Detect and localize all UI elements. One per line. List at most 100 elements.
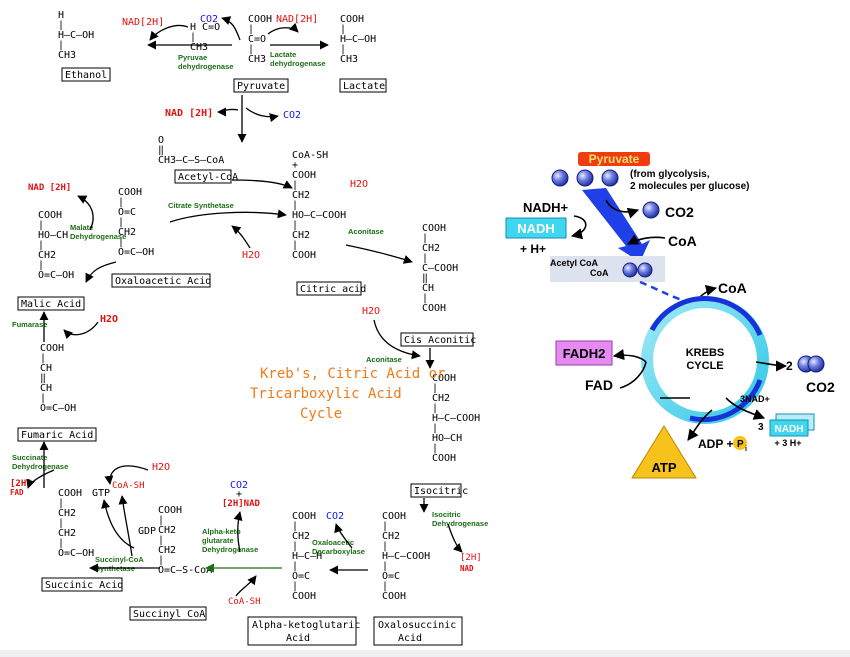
alpha-ketoglutaric-structure: COOH [292,591,316,602]
malic-acid-structure: | [38,220,44,231]
oxaloacetic-structure: O=C [118,207,136,218]
isocitric-structure: COOH [432,453,456,464]
enzyme-fumarase: Fumarase [12,320,47,329]
enzyme-alpha-ketoglutarate-dehydrogenase: Dehydrogenase [202,545,258,554]
alpha-ketoglutaric-label: Acid [286,633,310,644]
cis-aconitic-structure: CH [422,283,434,294]
fumaric-acid-structure: | [40,353,46,364]
pyruvate-tag-bg [578,152,650,166]
carbon-ball-icon [807,355,825,373]
arrow-nadh [570,215,587,240]
arrow-fad-succinate [26,469,55,489]
malic-acid-structure: COOH [38,210,62,221]
isocitric-label-box [410,483,462,498]
enzyme-pyruvate-dehydrogenase: dehydrogenase [178,62,233,71]
pyruvate-structure: CH3 [248,54,266,65]
succinyl-coa-structure: COOH [158,505,182,516]
nadh-badge [769,419,809,437]
atp-triangle-icon [631,425,697,479]
fumaric-acid-structure: CH [40,363,52,374]
oxalosuccinic-label: Acid [398,633,422,644]
succinyl-coa-structure: | [158,515,164,526]
oxalosuccinic-structure: | [382,521,388,532]
isocitric-structure: | [432,403,438,414]
oxalosuccinic-structure: H—C—COOH [382,551,430,562]
cycle-title: Cycle [300,406,342,422]
cofactor-h2o: H2O [242,250,260,261]
summary-coa: CoA [718,280,747,296]
succinyl-coa-label: Succinyl CoA [133,609,205,620]
arrow-coash-akg [235,575,257,597]
arrow-co2-out [605,199,640,219]
summary-acetyl-coa: CoA [590,268,609,278]
cofactor-h2o: H2O [152,462,170,473]
acetaldehyde-structure: | [190,32,196,43]
cis-aconitic-structure: | [422,253,428,264]
succinic-acid-structure: CH2 [58,528,76,539]
enzyme-succinate-dehydrogenase: Dehydrogenase [12,462,68,471]
oxalosuccinic-structure: COOH [382,511,406,522]
cofactor-h2o: H2O [350,179,368,190]
arrow-nad-pyruvate [217,107,239,117]
summary-two-molecules: 2 molecules per glucose) [630,181,750,192]
summary-i: i [745,446,747,453]
succinic-acid-structure: | [58,518,64,529]
summary-krebs: KREBS [686,347,725,359]
carbon-ball-icon [576,169,594,187]
pyruvate-label: Pyruvate [237,81,285,92]
arrow-h2o-oaa [231,225,251,249]
arrow-nad-krebs [725,397,766,420]
carbon-ball-icon [601,169,619,187]
citric-acid-structure: COOH [292,250,316,261]
oxaloacetic-structure: O=C—OH [118,247,154,258]
cofactor-fad2h: [2H] [10,479,32,489]
malic-acid-structure: | [38,260,44,271]
succinic-acid-label: Succinic Acid [45,580,123,591]
enzyme-malate-dehydrogenase: Dehydrogenase [70,232,126,241]
malic-acid-label: Malic Acid [21,299,81,310]
flow-arrow-icon [582,188,650,262]
summary-adp: ADP + [698,437,733,451]
arrow-atp [687,409,713,441]
enzyme-lactate-dehydrogenase: dehydrogenase [270,59,325,68]
pyruvate-structure: C=O [248,34,266,45]
acetaldehyde-structure: H C=O [190,22,220,33]
isocitric-label: Isocitric [414,486,468,497]
carbon-ball-icon [642,201,660,219]
arrow-oaa-to-citric [169,209,287,223]
fumaric-acid-label-box [17,427,97,442]
oxaloacetic-structure: COOH [118,187,142,198]
cis-aconitic-label-box [400,332,474,347]
summary-three: 3 [758,422,764,433]
citric-acid-structure: | [292,200,298,211]
malic-acid-structure: O=C—OH [38,270,74,281]
bottom-strip [0,650,850,657]
cofactor-coash: CoA-SH [228,597,261,607]
oxalosuccinic-structure: | [382,561,388,572]
alpha-ketoglutaric-structure: COOH [292,511,316,522]
enzyme-isocitric-dehydrogenase: Isocitric [432,510,461,519]
fadh2-badge [555,340,613,366]
enzyme-pyruvate-dehydrogenase: Pyruvae [178,53,207,62]
isocitric-structure: | [432,423,438,434]
succinyl-coa-structure: O=C—S-CoA [158,565,212,576]
cofactor-co2: CO2 [326,511,344,522]
arrow-co2-oxalo [334,523,353,549]
carbon-ball-icon [551,169,569,187]
succinic-acid-label-box [41,577,123,592]
lactate-structure: | [340,44,346,55]
alpha-ketoglutaric-structure: | [292,521,298,532]
fumaric-acid-structure: | [40,393,46,404]
cofactor-nad2h: NAD[2H] [122,17,164,28]
enzyme-isocitric-dehydrogenase: Dehydrogenase [432,519,488,528]
citric-acid-structure: | [292,180,298,191]
cis-aconitic-structure: C—COOH [422,263,458,274]
citric-acid-structure: | [292,240,298,251]
acetyl-coa-label: Acetyl-CoA [178,172,238,183]
arrow-nad-akg [233,511,243,553]
pyruvate-structure: | [248,44,254,55]
summary-atp: ATP [651,460,676,475]
oxaloacetic-structure: | [118,197,124,208]
malic-acid-structure: HO—CH [38,230,68,241]
